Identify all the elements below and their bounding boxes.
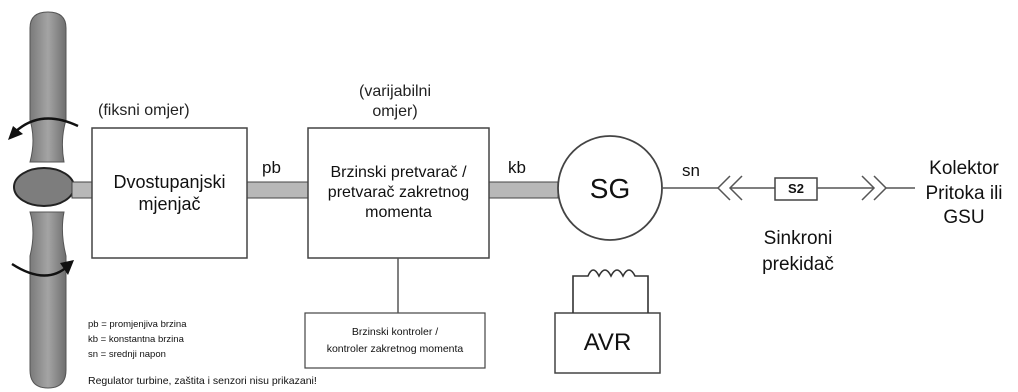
avr-label: AVR xyxy=(583,329,632,356)
turbine-hub xyxy=(13,167,75,207)
generator-label: SG xyxy=(589,172,631,204)
breaker-code: S2 xyxy=(788,180,804,196)
destination-label: Kolektor Pritoka ili GSU xyxy=(925,157,1003,229)
shaft-kb xyxy=(487,181,559,199)
legend-item-pb: pb = promjenjiva brzina xyxy=(88,319,187,330)
converter-box xyxy=(307,127,490,259)
excitation-coil xyxy=(572,269,649,313)
gearbox-label: Dvostupanjski mjenjač xyxy=(113,171,226,215)
legend-item-sn: sn = srednji napon xyxy=(88,349,166,360)
breaker-box xyxy=(774,177,818,201)
avr-box xyxy=(554,312,661,374)
rotation-arrow-bottom xyxy=(11,262,69,277)
turbine-blade-top xyxy=(29,11,67,163)
shaft-pb xyxy=(245,181,310,199)
turbine-blade-bottom xyxy=(29,211,67,389)
input-shaft xyxy=(71,181,94,199)
controller-label: Brzinski kontroler / kontroler zakretnog… xyxy=(326,326,464,355)
kb-label: kb xyxy=(508,158,526,177)
gearbox-ratio-label: (fiksni omjer) xyxy=(98,102,190,119)
rotation-arrow-top xyxy=(13,117,79,134)
converter-label: Brzinski pretvarač / pretvarač zakretnog… xyxy=(327,164,470,221)
legend-item-kb: kb = konstantna brzina xyxy=(88,334,184,345)
controller-box xyxy=(304,312,486,369)
pb-label: pb xyxy=(262,158,281,177)
converter-ratio-label: (varijabilni omjer) xyxy=(358,83,432,120)
footnote: Regulator turbine, zaštita i senzori nis… xyxy=(88,375,317,387)
breaker-label: Sinkroni prekidač xyxy=(762,228,834,275)
rotation-arrowhead-top xyxy=(8,126,23,140)
sn-label: sn xyxy=(682,161,700,180)
gearbox-box xyxy=(91,127,248,259)
rotation-arrowhead-bottom xyxy=(60,260,74,275)
